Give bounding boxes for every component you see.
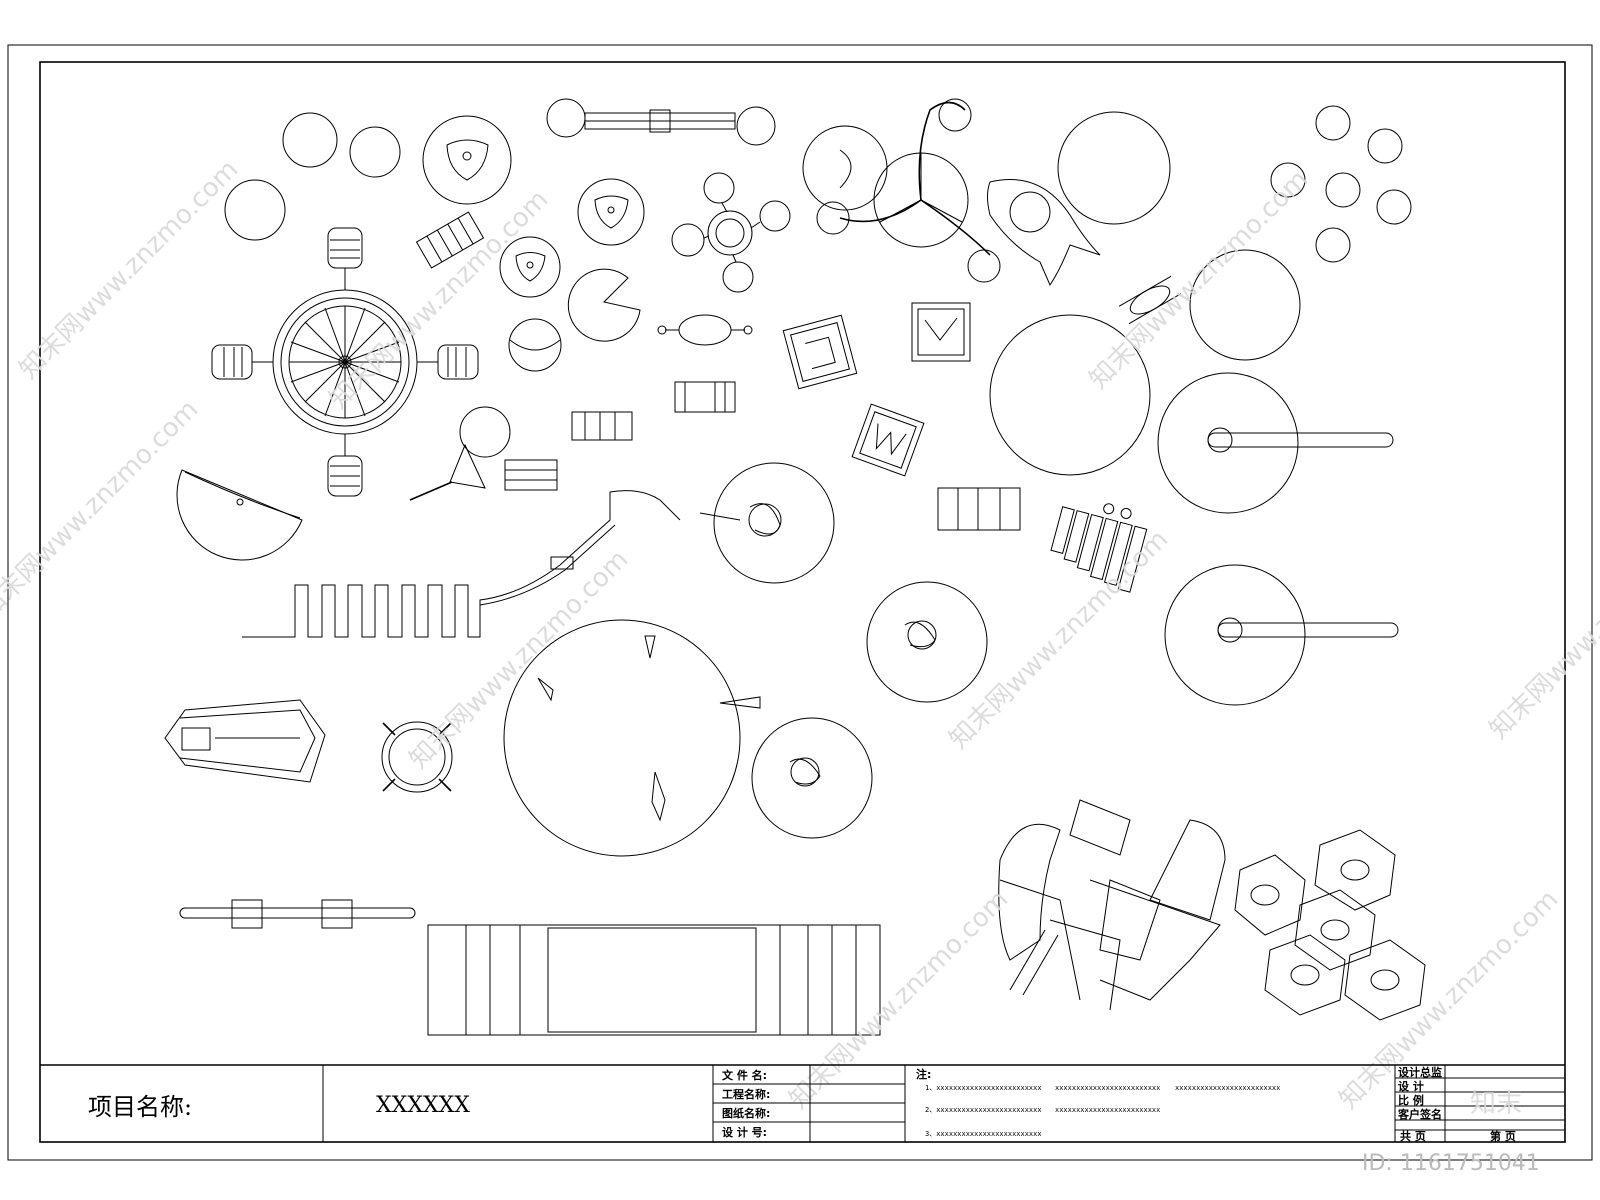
- big-disc: [1057, 111, 1171, 225]
- designer-label: 设 计: [1398, 1079, 1424, 1093]
- watermark-text: 知末网www.znzmo.com: [14, 154, 245, 385]
- title-block: 项目名称: XXXXXX 文 件 名: 工程名称: 图纸名称: 设 计 号: 注…: [40, 1064, 1565, 1143]
- stepping-pad: [1367, 128, 1403, 164]
- watermark-text: 知末网www.znzmo.com: [0, 394, 204, 625]
- inner-frame: [39, 61, 1566, 1143]
- flower-spinner: [671, 172, 791, 293]
- combination-play-structure: [998, 799, 1226, 1011]
- total-pages-label: 共 页: [1400, 1129, 1426, 1143]
- dumbbell-bar: [546, 98, 776, 146]
- watermark-text: 知末网www.znzmo.com: [784, 884, 1015, 1115]
- project-name-value: XXXXXX: [376, 1093, 470, 1118]
- note-line: 3、xxxxxxxxxxxxxxxxxxxxxxxxx: [925, 1130, 1042, 1138]
- stepping-pad: [1315, 227, 1351, 263]
- climbing-ladder: [415, 211, 485, 269]
- note-line: 2、xxxxxxxxxxxxxxxxxxxxxxxxx: [925, 1106, 1042, 1114]
- scale-label: 比 例: [1398, 1093, 1424, 1107]
- note-line: xxxxxxxxxxxxxxxxxxxxxxxxx: [1175, 1084, 1280, 1092]
- outer-frame: [7, 44, 1593, 1161]
- triple-swing: [816, 98, 1001, 283]
- balance-ladder: [504, 459, 558, 491]
- spinning-seat-bar: [1157, 372, 1394, 514]
- climbing-net-dome: [866, 581, 988, 703]
- spinning-seat-bar: [1164, 564, 1399, 706]
- stepping-pad: [224, 179, 286, 241]
- balance-ladder: [937, 487, 1021, 531]
- xylophone: [1050, 503, 1148, 593]
- watermark-text: 知末网www.znzmo.com: [1484, 514, 1600, 745]
- watermark-layer: 知末网www.znzmo.com 知末网www.znzmo.com 知末网www…: [0, 154, 1600, 1115]
- letter-block: [782, 314, 858, 390]
- stepping-pad: [349, 126, 401, 178]
- seesaw: [179, 899, 416, 929]
- playground-equipment-plan: [164, 98, 1426, 1036]
- talk-tube: [409, 406, 511, 501]
- file-name-label: 文 件 名:: [722, 1068, 767, 1082]
- balance-ladder: [674, 381, 736, 413]
- client-signature-label: 客户签名: [1397, 1107, 1442, 1121]
- note-line: xxxxxxxxxxxxxxxxxxxxxxxxx: [1055, 1084, 1160, 1092]
- stepping-pad: [1325, 172, 1361, 208]
- rocket-rider: [987, 178, 1101, 287]
- stepping-pad: [282, 112, 338, 168]
- watermark-text: 知末网www.znzmo.com: [944, 524, 1175, 755]
- spring-rocker: [499, 236, 561, 298]
- project-name-label: 项目名称:: [88, 1093, 192, 1121]
- oval-rocker: [657, 314, 753, 346]
- boat-slide: [164, 699, 326, 783]
- sand-pit-circle: [503, 619, 761, 857]
- design-number-label: 设 计 号:: [722, 1125, 767, 1139]
- carousel-roundabout: [211, 227, 479, 497]
- long-bridge-panel: [427, 924, 881, 1036]
- page-number-label: 第 页: [1490, 1129, 1516, 1143]
- design-chief-label: 设计总监: [1398, 1065, 1442, 1079]
- watermark-text: 知末网www.znzmo.com: [1084, 164, 1315, 395]
- climbing-net-dome: [751, 717, 873, 839]
- watermark-text: 知末网www.znzmo.com: [404, 544, 635, 775]
- zigzag-crawl-tube: [242, 490, 681, 638]
- octagon-ring: [381, 721, 453, 793]
- note-line: 1、xxxxxxxxxxxxxxxxxxxxxxxxx: [925, 1084, 1042, 1092]
- spring-rocker: [422, 115, 512, 205]
- climbing-net-dome: [699, 462, 835, 584]
- half-dome: [176, 469, 303, 561]
- pac-spinner: [567, 268, 641, 342]
- stepping-pad: [1376, 189, 1412, 225]
- drawing-name-label: 图纸名称:: [722, 1106, 770, 1120]
- spring-rocker: [577, 178, 645, 246]
- project-title-label: 工程名称:: [722, 1087, 770, 1101]
- honeycomb-climber: [1234, 829, 1426, 1021]
- image-id-label: ID: 1161751041: [1362, 1151, 1540, 1176]
- big-disc: [1189, 249, 1301, 361]
- note-line: xxxxxxxxxxxxxxxxxxxxxxxxx: [1055, 1106, 1160, 1114]
- balance-ladder: [571, 411, 633, 441]
- notes-label: 注:: [916, 1067, 931, 1081]
- watermark-logo: 知末: [1470, 1089, 1522, 1119]
- big-disc: [989, 314, 1151, 476]
- small-glider: [1118, 275, 1182, 325]
- stepping-pad: [1315, 105, 1351, 141]
- stepping-pad: [1270, 162, 1306, 198]
- letter-block: [851, 403, 925, 477]
- mushroom-seat: [508, 318, 562, 372]
- watermark-text: 知末网www.znzmo.com: [1334, 884, 1565, 1115]
- letter-block: [911, 302, 971, 362]
